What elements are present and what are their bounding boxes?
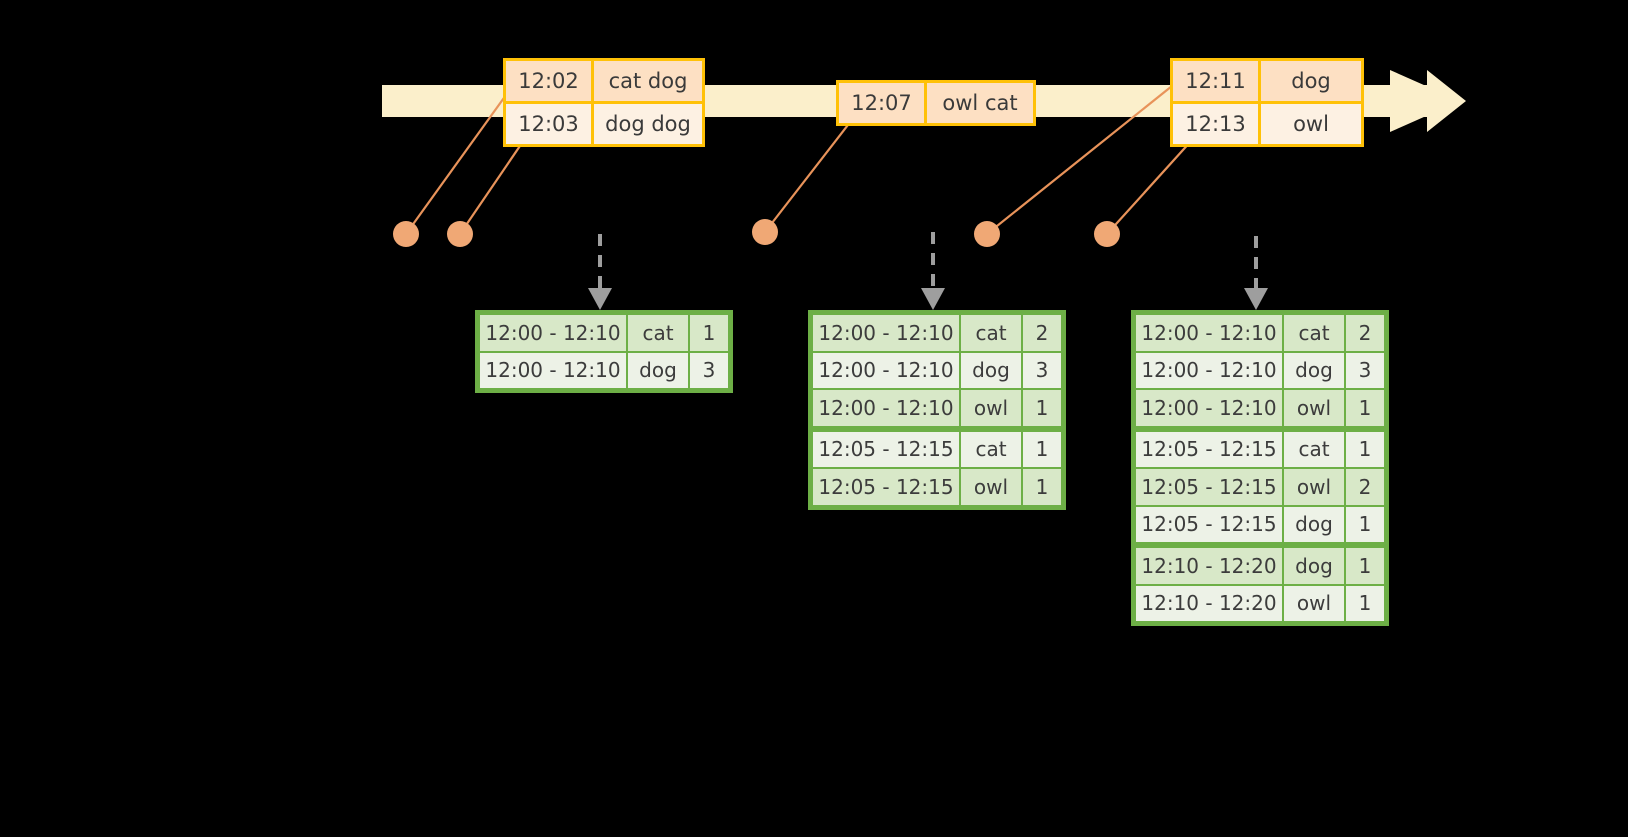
window-cell: 12:00 - 12:10 [479, 351, 627, 389]
table-row: 12:05 - 12:15 dog 1 [1135, 505, 1385, 543]
word-cell: dog [1283, 351, 1345, 389]
event-row: 12:03 dog dog [506, 101, 702, 144]
window-cell: 12:05 - 12:15 [1135, 468, 1283, 506]
event-time: 12:07 [839, 83, 927, 123]
window-results-table-1: 12:00 - 12:10 cat 1 12:00 - 12:10 dog 3 [475, 310, 733, 393]
count-cell: 1 [1345, 584, 1385, 622]
table-row: 12:00 - 12:10 owl 1 [1135, 389, 1385, 427]
table-row: 12:10 - 12:20 owl 1 [1135, 584, 1385, 622]
count-cell: 1 [1022, 468, 1062, 506]
event-time: 12:03 [506, 104, 594, 144]
count-cell: 3 [689, 351, 729, 389]
window-cell: 12:00 - 12:10 [812, 389, 960, 427]
count-cell: 2 [1345, 468, 1385, 506]
word-cell: cat [1283, 430, 1345, 468]
connector-5 [1106, 139, 1193, 235]
connector-4 [986, 69, 1193, 235]
event-time: 12:13 [1173, 104, 1261, 144]
word-cell: owl [960, 389, 1022, 427]
event-dot-2 [447, 221, 473, 247]
word-cell: dog [627, 351, 689, 389]
event-words: dog dog [594, 104, 702, 144]
window-results-table-3: 12:00 - 12:10 cat 2 12:00 - 12:10 dog 3 … [1131, 310, 1389, 626]
event-words: owl cat [927, 83, 1033, 123]
event-words: dog [1261, 61, 1361, 101]
emit-arrowhead-1 [588, 288, 612, 310]
table-row: 12:05 - 12:15 cat 1 [812, 426, 1062, 468]
event-box-group-3: 12:11 dog 12:13 owl [1170, 58, 1364, 147]
word-cell: cat [960, 430, 1022, 468]
word-cell: dog [1283, 547, 1345, 585]
event-time: 12:11 [1173, 61, 1261, 101]
word-cell: dog [960, 351, 1022, 389]
count-cell: 1 [1345, 389, 1385, 427]
count-cell: 1 [1022, 430, 1062, 468]
event-dot-5 [1094, 221, 1120, 247]
event-row: 12:07 owl cat [839, 83, 1033, 123]
window-cell: 12:05 - 12:15 [1135, 430, 1283, 468]
table-row: 12:05 - 12:15 cat 1 [1135, 426, 1385, 468]
event-row: 12:13 owl [1173, 101, 1361, 144]
word-cell: dog [1283, 505, 1345, 543]
table-row: 12:00 - 12:10 cat 2 [1135, 314, 1385, 352]
emit-arrowhead-2 [921, 288, 945, 310]
connector-2 [459, 139, 525, 235]
table-row: 12:10 - 12:20 dog 1 [1135, 543, 1385, 585]
count-cell: 1 [689, 314, 729, 352]
table-row: 12:00 - 12:10 dog 3 [479, 351, 729, 389]
event-time: 12:02 [506, 61, 594, 101]
word-cell: owl [1283, 468, 1345, 506]
emit-arrowheads [588, 288, 1268, 310]
count-cell: 3 [1345, 351, 1385, 389]
event-box-group-2: 12:07 owl cat [836, 80, 1036, 126]
word-cell: owl [960, 468, 1022, 506]
emit-arrowhead-3 [1244, 288, 1268, 310]
window-cell: 12:00 - 12:10 [1135, 314, 1283, 352]
count-cell: 1 [1345, 547, 1385, 585]
word-cell: owl [1283, 389, 1345, 427]
connector-3 [764, 111, 859, 233]
event-words: owl [1261, 104, 1361, 144]
word-cell: cat [960, 314, 1022, 352]
window-cell: 12:00 - 12:10 [1135, 351, 1283, 389]
table-row: 12:00 - 12:10 dog 3 [1135, 351, 1385, 389]
window-cell: 12:00 - 12:10 [812, 314, 960, 352]
word-cell: cat [627, 314, 689, 352]
event-dot-4 [974, 221, 1000, 247]
table-row: 12:00 - 12:10 cat 2 [812, 314, 1062, 352]
count-cell: 1 [1022, 389, 1062, 427]
count-cell: 1 [1345, 430, 1385, 468]
window-cell: 12:00 - 12:10 [812, 351, 960, 389]
window-cell: 12:05 - 12:15 [812, 468, 960, 506]
word-cell: owl [1283, 584, 1345, 622]
table-row: 12:05 - 12:15 owl 1 [812, 468, 1062, 506]
window-cell: 12:10 - 12:20 [1135, 547, 1283, 585]
event-dot-3 [752, 219, 778, 245]
count-cell: 1 [1345, 505, 1385, 543]
window-cell: 12:05 - 12:15 [1135, 505, 1283, 543]
window-cell: 12:00 - 12:10 [1135, 389, 1283, 427]
event-row: 12:02 cat dog [506, 61, 702, 101]
table-row: 12:00 - 12:10 dog 3 [812, 351, 1062, 389]
table-row: 12:05 - 12:15 owl 2 [1135, 468, 1385, 506]
count-cell: 2 [1345, 314, 1385, 352]
word-cell: cat [1283, 314, 1345, 352]
event-dot-1 [393, 221, 419, 247]
event-dots [393, 219, 1120, 247]
count-cell: 2 [1022, 314, 1062, 352]
emit-arrows [598, 232, 1258, 288]
window-cell: 12:05 - 12:15 [812, 430, 960, 468]
window-results-table-2: 12:00 - 12:10 cat 2 12:00 - 12:10 dog 3 … [808, 310, 1066, 510]
table-row: 12:00 - 12:10 cat 1 [479, 314, 729, 352]
count-cell: 3 [1022, 351, 1062, 389]
table-row: 12:00 - 12:10 owl 1 [812, 389, 1062, 427]
window-cell: 12:10 - 12:20 [1135, 584, 1283, 622]
event-box-group-1: 12:02 cat dog 12:03 dog dog [503, 58, 705, 147]
event-words: cat dog [594, 61, 702, 101]
window-cell: 12:00 - 12:10 [479, 314, 627, 352]
event-row: 12:11 dog [1173, 61, 1361, 101]
